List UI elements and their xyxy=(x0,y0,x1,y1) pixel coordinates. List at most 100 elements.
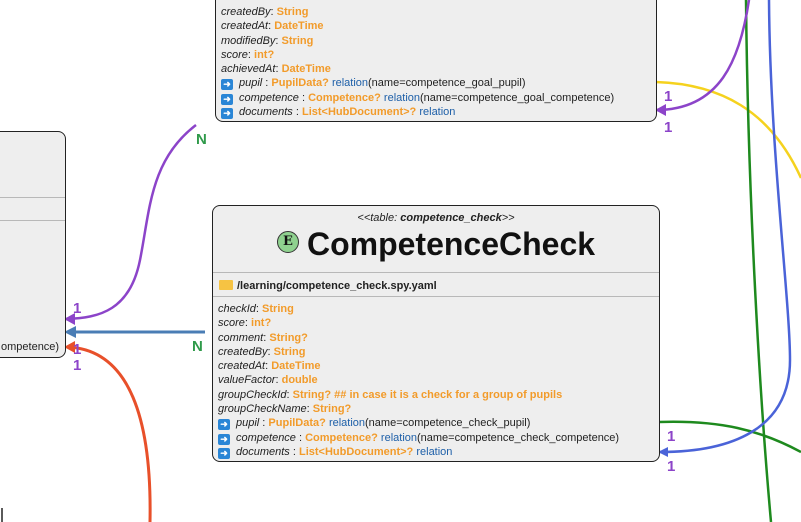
field-type: Competence? xyxy=(308,91,381,104)
check-field-list: checkId: String score: int?comment: Strin… xyxy=(218,302,655,459)
check-title: CompetenceCheck xyxy=(306,226,596,262)
field-name: createdAt xyxy=(218,360,266,373)
field-type: String xyxy=(281,34,314,47)
field-type: PupilData? xyxy=(268,417,326,430)
relation-arrow-icon: ➜ xyxy=(218,419,230,431)
field-type: String xyxy=(262,303,294,315)
field-name: createdAt xyxy=(221,20,269,33)
left-separator-1 xyxy=(0,197,65,198)
field-name: documents xyxy=(236,445,290,458)
field-row: score: int? xyxy=(221,48,275,61)
edge-royal-blue-arrow xyxy=(658,447,668,457)
field-name: pupil xyxy=(236,417,260,430)
mult-left-purple: 1 xyxy=(73,300,82,317)
relation-arrow-icon: ➜ xyxy=(221,93,233,105)
edge-green-check xyxy=(658,420,801,454)
field-relation: relation xyxy=(383,91,420,104)
field-type: String xyxy=(273,345,306,358)
field-row: createdBy: String xyxy=(221,6,309,18)
edge-steel-blue-arrow xyxy=(64,326,76,338)
edge-red-arrow xyxy=(64,341,75,353)
mult-left-red-a: 1 xyxy=(73,341,82,358)
class-left-partial[interactable]: ompetence) xyxy=(0,131,66,358)
field-row: createdBy: String xyxy=(218,345,306,358)
field-type: String? ## in case it is a check for a g… xyxy=(292,388,563,401)
field-relation: relation xyxy=(328,417,366,430)
left-partial-text: ompetence) xyxy=(1,341,60,353)
edge-royal-blue xyxy=(659,0,792,454)
field-type: String? xyxy=(269,331,308,344)
relation-arrow-icon: ➜ xyxy=(221,79,233,91)
field-type: DateTime xyxy=(281,63,331,76)
field-name: achievedAt xyxy=(221,63,276,76)
field-row: ➜documents : List<HubDocument>? relation xyxy=(221,105,652,120)
field-relation-args: (name=competence_check_pupil) xyxy=(365,417,531,430)
field-row: valueFactor: double xyxy=(218,374,318,387)
mult-goal-purple-top: 1 xyxy=(664,88,673,105)
field-relation: relation xyxy=(419,106,456,119)
field-row: createdAt: DateTime xyxy=(218,360,321,373)
field-type: PupilData? xyxy=(271,77,329,90)
field-row: comment: String? xyxy=(218,331,308,344)
field-row: ➜pupil : PupilData? relation(name=compet… xyxy=(218,416,655,431)
edge-red xyxy=(67,345,152,522)
field-type: List<HubDocument>? xyxy=(298,445,414,458)
field-type: String xyxy=(276,6,309,18)
field-relation-args: (name=competence_goal_pupil) xyxy=(368,77,526,90)
entity-badge-icon: E xyxy=(276,231,299,253)
left-separator-2 xyxy=(0,220,65,221)
field-relation-args: (name=competence_check_competence) xyxy=(417,431,620,444)
field-name: documents xyxy=(239,106,293,119)
check-path-text: /learning/competence_check.spy.yaml xyxy=(237,280,437,292)
field-name: valueFactor xyxy=(218,374,276,387)
field-row: modifiedBy: String xyxy=(221,34,314,47)
field-name: score xyxy=(221,48,248,61)
mult-goal-purple-bottom: 1 xyxy=(664,119,673,136)
edge-purple-goal xyxy=(655,0,751,112)
field-relation: relation xyxy=(331,77,369,90)
field-row: ➜competence : Competence? relation(name=… xyxy=(218,431,655,445)
field-row: groupCheckName: String? xyxy=(218,403,352,416)
field-type: DateTime xyxy=(274,20,324,33)
field-name: groupCheckId xyxy=(218,388,287,401)
field-name: competence xyxy=(236,431,296,444)
field-name: competence xyxy=(239,91,299,104)
edge-purple-left xyxy=(65,124,197,321)
field-row: score: int? xyxy=(218,317,272,330)
edge-purple-left-arrow xyxy=(64,313,75,325)
field-name: modifiedBy xyxy=(221,34,276,47)
field-type: DateTime xyxy=(271,360,321,373)
field-relation: relation xyxy=(380,431,417,444)
relation-arrow-icon: ➜ xyxy=(218,447,230,459)
mult-check-blue-top: 1 xyxy=(667,428,676,445)
field-relation-args: (name=competence_goal_competence) xyxy=(420,91,615,104)
mult-left-red-b: 1 xyxy=(73,357,82,374)
field-row: checkId: String xyxy=(218,303,294,315)
mult-n-top: N xyxy=(196,131,207,148)
field-row: ➜documents : List<HubDocument>? relation xyxy=(218,445,655,459)
field-name: score xyxy=(218,317,245,330)
field-name: createdBy xyxy=(218,345,268,358)
check-separator-2 xyxy=(213,296,659,297)
field-name: checkId xyxy=(218,303,256,315)
field-type: String? xyxy=(312,403,352,416)
field-row: ➜competence : Competence? relation(name=… xyxy=(221,91,652,105)
field-relation: relation xyxy=(416,445,453,458)
field-row: groupCheckId: String? ## in case it is a… xyxy=(218,388,563,401)
edge-yellow xyxy=(655,80,801,179)
field-type: int? xyxy=(254,48,275,61)
mult-check-blue-bottom: 1 xyxy=(667,458,676,475)
folder-icon xyxy=(219,280,233,290)
relation-arrow-icon: ➜ xyxy=(218,433,230,445)
field-type: int? xyxy=(251,317,272,330)
field-row: createdAt: DateTime xyxy=(221,20,324,33)
field-type: Competence? xyxy=(305,431,378,444)
edge-purple-goal-arrow xyxy=(655,104,666,116)
check-path: /learning/competence_check.spy.yaml xyxy=(219,280,437,292)
check-title-row: E CompetenceCheck xyxy=(213,226,659,263)
field-row: ➜pupil : PupilData? relation(name=compet… xyxy=(221,76,652,91)
field-type: double xyxy=(281,374,318,387)
